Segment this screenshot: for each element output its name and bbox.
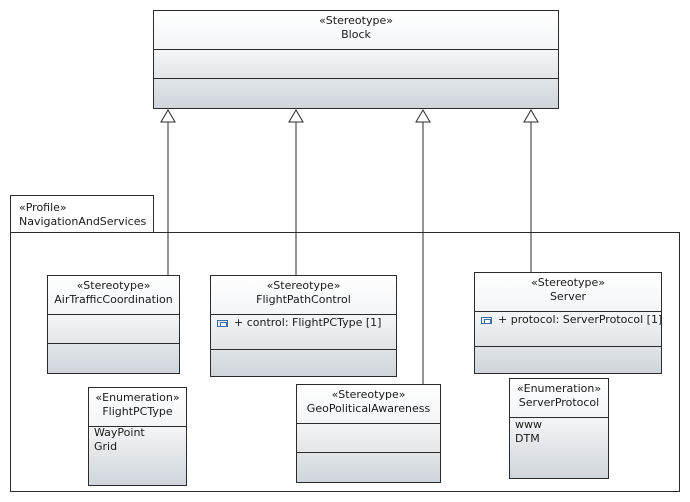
property-icon [481, 317, 492, 324]
server-divider [475, 346, 661, 347]
geo-political-awareness-name: GeoPoliticalAwareness [306, 402, 431, 415]
server-class[interactable]: «Stereotype» Server + protocol: ServerPr… [474, 272, 662, 374]
enum-literal[interactable]: Grid [94, 440, 118, 453]
block-stereotype: «Stereotype» [319, 14, 393, 27]
air-traffic-coordination-stereotype: «Stereotype» [76, 279, 151, 292]
geo-political-awareness-header: «Stereotype» GeoPoliticalAwareness [297, 385, 440, 424]
property-icon [217, 320, 228, 327]
generalization-arrowhead-geo [415, 109, 431, 123]
control-attribute-text: + control: FlightPCType [1] [234, 316, 382, 329]
block-compartment-divider [154, 78, 558, 79]
geo-political-awareness-stereotype: «Stereotype» [331, 388, 406, 401]
flight-pc-type-stereotype: «Enumeration» [95, 391, 180, 404]
block-name: Block [341, 28, 371, 41]
protocol-attribute-text: + protocol: ServerProtocol [1] [498, 313, 663, 326]
flight-path-control-divider [211, 349, 396, 350]
server-protocol-name: ServerProtocol [518, 396, 600, 409]
flight-path-control-class[interactable]: «Stereotype» FlightPathControl + control… [210, 275, 397, 377]
flight-path-control-header: «Stereotype» FlightPathControl [211, 276, 396, 315]
flight-path-control-name: FlightPathControl [256, 293, 351, 306]
air-traffic-coordination-header: «Stereotype» AirTrafficCoordination [48, 276, 179, 315]
generalization-arrowhead-air-traffic [160, 109, 176, 123]
block-header: «Stereotype» Block [154, 11, 558, 50]
server-stereotype: «Stereotype» [531, 276, 605, 289]
flight-pc-type-header: «Enumeration» FlightPCType [89, 388, 186, 427]
air-traffic-coordination-divider [48, 343, 179, 344]
generalization-arrowhead-server [523, 109, 539, 123]
profile-name: NavigationAndServices [19, 215, 147, 228]
server-name: Server [549, 290, 587, 303]
air-traffic-coordination-name: AirTrafficCoordination [54, 293, 173, 306]
flight-path-control-attribute[interactable]: + control: FlightPCType [1] [217, 316, 381, 330]
enum-literal[interactable]: www [515, 418, 542, 431]
flight-pc-type-name: FlightPCType [102, 405, 173, 418]
server-protocol-header: «Enumeration» ServerProtocol [510, 379, 608, 418]
flight-path-control-stereotype: «Stereotype» [266, 279, 341, 292]
flight-pc-type-enum[interactable]: «Enumeration» FlightPCType WayPoint Grid [88, 387, 187, 486]
profile-stereotype: «Profile» [19, 201, 67, 214]
block-class[interactable]: «Stereotype» Block [153, 10, 559, 109]
server-protocol-enum[interactable]: «Enumeration» ServerProtocol www DTM [509, 378, 609, 479]
geo-political-awareness-divider [297, 452, 440, 453]
profile-package-tab[interactable]: «Profile» NavigationAndServices [10, 195, 154, 233]
generalization-arrowhead-flight-path [288, 109, 304, 123]
air-traffic-coordination-class[interactable]: «Stereotype» AirTrafficCoordination [47, 275, 180, 374]
enum-literal[interactable]: DTM [515, 432, 540, 445]
geo-political-awareness-class[interactable]: «Stereotype» GeoPoliticalAwareness [296, 384, 441, 483]
server-protocol-stereotype: «Enumeration» [516, 382, 602, 395]
server-attribute[interactable]: + protocol: ServerProtocol [1] [481, 313, 662, 327]
enum-literal[interactable]: WayPoint [94, 426, 145, 439]
server-header: «Stereotype» Server [475, 273, 661, 312]
